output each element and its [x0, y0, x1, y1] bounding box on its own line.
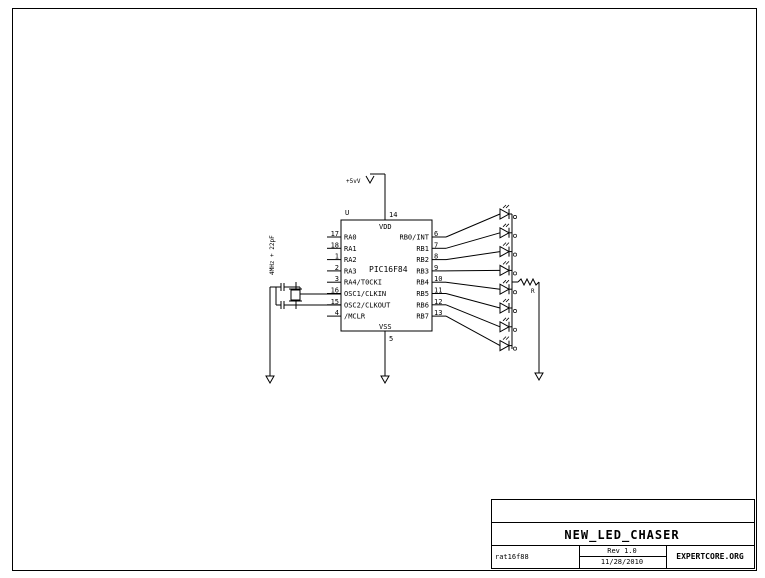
- pin-label: RB7: [416, 313, 429, 321]
- pin-label: RB4: [416, 279, 429, 287]
- pin-number: 12: [434, 298, 442, 306]
- pin-number: 6: [434, 230, 438, 238]
- led: [445, 304, 517, 333]
- pin-number: 9: [434, 264, 438, 272]
- pin-label: RA1: [344, 245, 357, 253]
- pin-label: RB3: [416, 267, 429, 275]
- pin-label: OSC1/CLKIN: [344, 290, 386, 298]
- crystal-circuit: 4MHz + 22pF: [265, 235, 341, 385]
- title-block-date: 11/28/2010: [601, 558, 643, 566]
- resistor-label: R: [531, 288, 535, 295]
- led: [445, 261, 517, 277]
- right-pin: 12 RB6: [416, 298, 446, 309]
- title-block-rev: Rev 1.0: [607, 547, 637, 555]
- pic-chip: U 14 VDD PIC16F84 VSS 5: [340, 209, 433, 376]
- pin-number: 10: [434, 275, 442, 283]
- pin-label: RB5: [416, 290, 429, 298]
- pin-label: RA4/T0CKI: [344, 279, 382, 287]
- title-block-title: NEW_LED_CHASER: [564, 528, 679, 543]
- pin-number: 8: [434, 253, 438, 261]
- crystal-label: 4MHz + 22pF: [269, 235, 276, 275]
- pin-label: RB2: [416, 256, 429, 264]
- left-pin: 16 OSC1/CLKIN: [327, 287, 386, 298]
- pin-number: 18: [331, 241, 339, 249]
- power-label: +5vV: [346, 178, 361, 185]
- pin-label: RB6: [416, 301, 429, 309]
- left-pin: 1 RA2: [327, 253, 357, 264]
- pin-number: 11: [434, 287, 442, 295]
- pin-number: 2: [335, 264, 339, 272]
- led: [445, 279, 517, 296]
- chip-vdd-pin: 14: [389, 211, 397, 219]
- pin-label: RB0/INT: [399, 234, 429, 242]
- led: [445, 315, 517, 352]
- power-symbol: +5vV: [346, 173, 386, 220]
- left-pin: 4/MCLR: [327, 309, 366, 321]
- led-array: [445, 204, 517, 352]
- pin-number: 1: [335, 253, 339, 261]
- chip-vss-pin: 5: [389, 335, 393, 343]
- right-pin: 11 RB5: [416, 287, 446, 298]
- chip-vss-label: VSS: [379, 323, 392, 331]
- pin-label: /MCLR: [344, 313, 366, 321]
- pin-label: RA2: [344, 256, 357, 264]
- chip-vdd-label: VDD: [379, 223, 392, 231]
- chip-body: [340, 219, 433, 332]
- pin-number: 16: [331, 287, 339, 295]
- title-block: NEW_LED_CHASER rat16f88 Rev 1.0 11/28/20…: [491, 499, 755, 569]
- left-pin: 2 RA3: [327, 264, 357, 275]
- led: [445, 223, 517, 249]
- sheet-border: [12, 8, 757, 571]
- resistor: R: [511, 214, 544, 382]
- title-block-filename: rat16f88: [495, 553, 529, 561]
- led: [445, 242, 517, 261]
- pin-label: RA0: [344, 234, 357, 242]
- pin-number: 4: [335, 309, 339, 317]
- pin-number: 7: [434, 241, 438, 249]
- title-block-org: EXPERTCORE.ORG: [676, 552, 744, 561]
- pin-number: 13: [434, 309, 442, 317]
- pin-number: 15: [331, 298, 339, 306]
- ground-symbol-chip: [380, 375, 390, 385]
- pin-number: 3: [335, 275, 339, 283]
- chip-ref: U: [345, 209, 349, 217]
- pin-label: OSC2/CLKOUT: [344, 301, 391, 309]
- ground-symbol-resistor: [534, 372, 544, 382]
- pin-number: 17: [331, 230, 339, 238]
- led: [445, 204, 517, 238]
- right-pin: 8 RB2: [416, 253, 446, 264]
- chip-name: PIC16F84: [369, 265, 408, 274]
- right-pin: 9 RB3: [416, 264, 446, 275]
- pin-label: RA3: [344, 267, 357, 275]
- pin-label: RB1: [416, 245, 429, 253]
- led: [445, 293, 517, 314]
- left-pin: 15 OSC2/CLKOUT: [327, 298, 391, 309]
